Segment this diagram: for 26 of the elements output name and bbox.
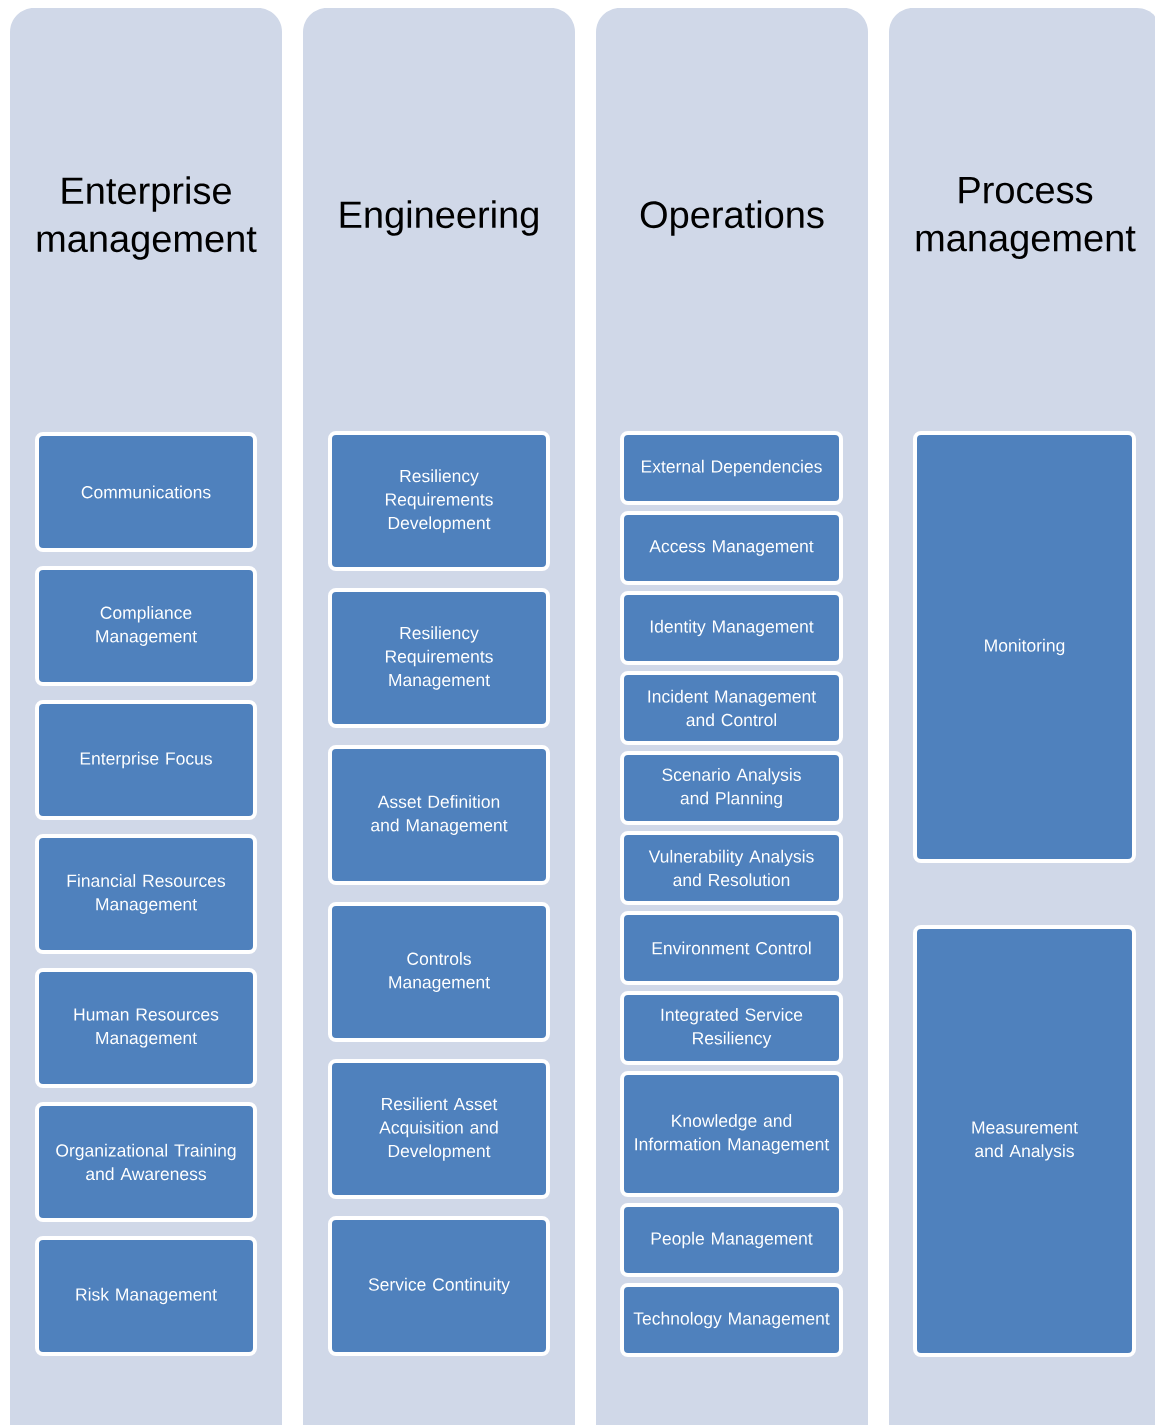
process-box: Resilient Asset Acquisition and Development: [328, 1059, 550, 1199]
process-box: Human Resources Management: [35, 968, 257, 1088]
process-box: Resiliency Requirements Management: [328, 588, 550, 728]
process-box: Service Continuity: [328, 1216, 550, 1356]
process-box: Access Management: [620, 511, 843, 585]
process-box: Risk Management: [35, 1236, 257, 1356]
process-box: Scenario Analysis and Planning: [620, 751, 843, 825]
process-box: Knowledge and Information Management: [620, 1071, 843, 1197]
process-box: Monitoring: [913, 431, 1136, 863]
process-box: Identity Management: [620, 591, 843, 665]
process-box: Compliance Management: [35, 566, 257, 686]
process-box: Enterprise Focus: [35, 700, 257, 820]
process-box: External Dependencies: [620, 431, 843, 505]
process-box: Integrated Service Resiliency: [620, 991, 843, 1065]
process-box: Measurement and Analysis: [913, 925, 1136, 1357]
process-box: Financial Resources Management: [35, 834, 257, 954]
process-box: Controls Management: [328, 902, 550, 1042]
process-box: Incident Management and Control: [620, 671, 843, 745]
process-box: Resiliency Requirements Development: [328, 431, 550, 571]
process-box: Communications: [35, 432, 257, 552]
process-box: Technology Management: [620, 1283, 843, 1357]
process-box: People Management: [620, 1203, 843, 1277]
process-box: Environment Control: [620, 911, 843, 985]
process-box: Vulnerability Analysis and Resolution: [620, 831, 843, 905]
process-box: Asset Definition and Management: [328, 745, 550, 885]
process-box: Organizational Training and Awareness: [35, 1102, 257, 1222]
